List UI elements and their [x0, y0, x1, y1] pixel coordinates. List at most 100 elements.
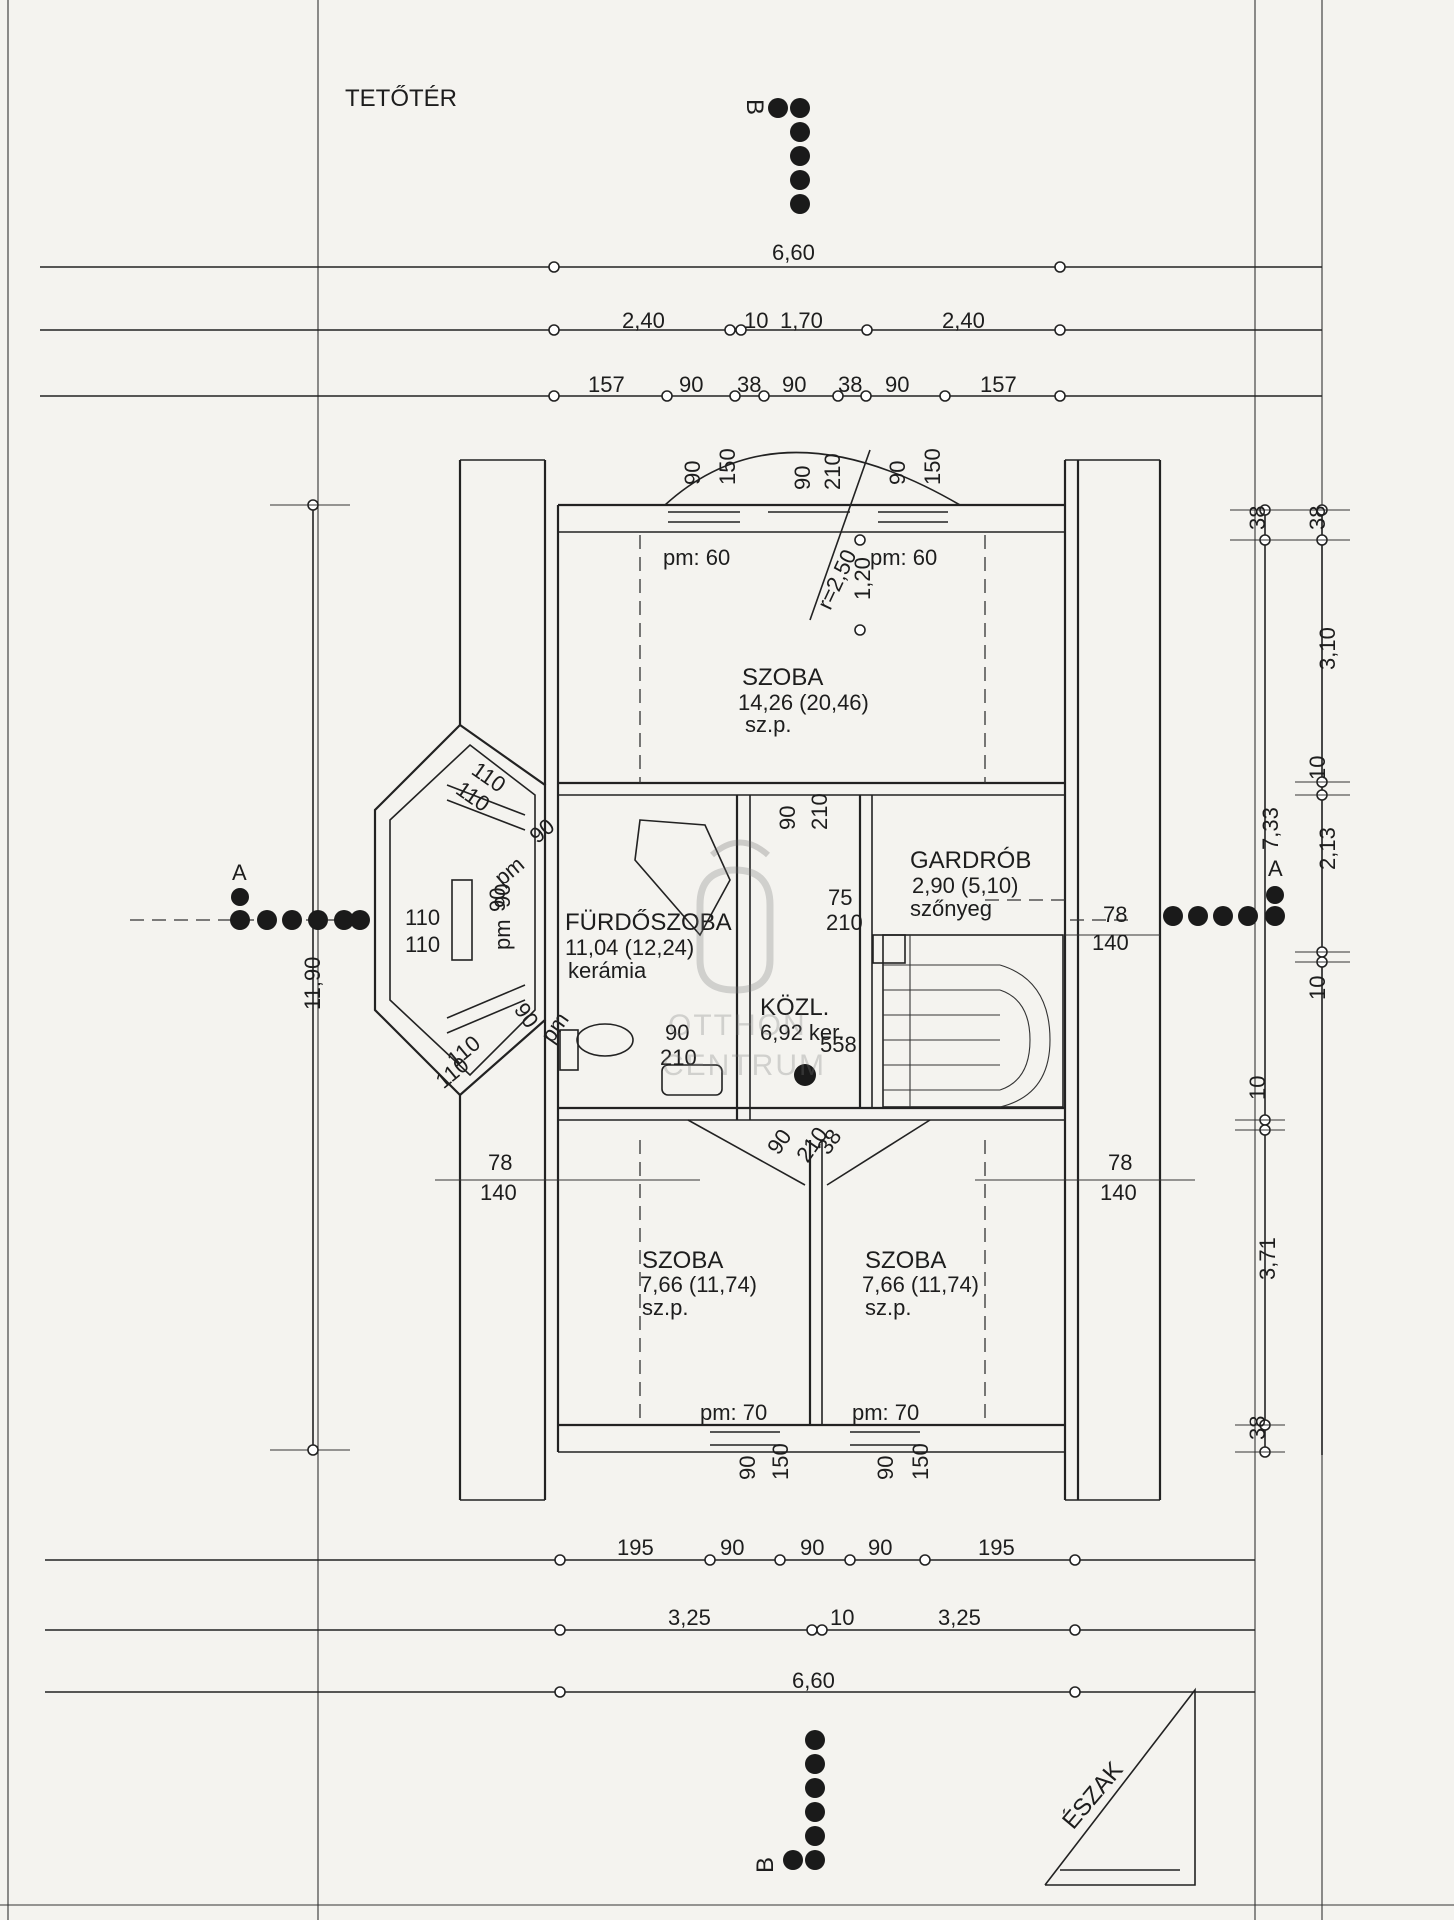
- room-right-name: SZOBA: [865, 1247, 946, 1274]
- dim-right-38-c: 38: [1245, 1416, 1270, 1440]
- dim-right-733: 7,33: [1258, 807, 1283, 850]
- d-75: 75: [828, 885, 852, 910]
- top-window-arc: [664, 449, 961, 636]
- roof-slope-lines: [639, 535, 1065, 1420]
- dim-right-10-c: 10: [1245, 1076, 1270, 1100]
- left-140: 140: [480, 1180, 517, 1205]
- watermark: OTTHON CENTRUM: [662, 839, 826, 1082]
- bay-pm-2-val: 90: [485, 888, 510, 912]
- pm-bot-right: pm: 70: [852, 1400, 919, 1425]
- w-top-right-150: 150: [920, 448, 945, 485]
- pm-bot-left: pm: 70: [700, 1400, 767, 1425]
- pm-top-left: pm: 60: [663, 545, 730, 570]
- watermark-line1: OTTHON: [668, 1009, 807, 1042]
- interior-walls: [558, 781, 1065, 1425]
- room-top-name: SZOBA: [742, 664, 823, 691]
- dim-top-38-a: 38: [737, 372, 761, 397]
- right-mid-78: 78: [1103, 902, 1127, 927]
- w-bot-right-150: 150: [908, 1443, 933, 1480]
- right-dimension-chains: 38 38 3,10 10 7,33 2,13 10 10 3,71 38: [1230, 504, 1350, 1458]
- room-bath-floor: kerámia: [568, 958, 647, 983]
- w-bot-right-90: 90: [873, 1456, 898, 1480]
- room-left-area: 7,66 (11,74): [640, 1272, 757, 1297]
- d-bath-210: 210: [660, 1045, 697, 1070]
- right-140: 140: [1100, 1180, 1137, 1205]
- dim-top-240-left: 2,40: [622, 308, 665, 333]
- top-dimension-chains: 6,60 2,40 10 1,70 2,40 157 90 38 90 38 9…: [40, 240, 1322, 402]
- room-gardrob-area: 2,90 (5,10): [912, 873, 1018, 898]
- room-left-name: SZOBA: [642, 1247, 723, 1274]
- dim-bot-total: 6,60: [792, 1668, 835, 1693]
- dim-top-157-right: 157: [980, 372, 1017, 397]
- dim-bot-325-left: 3,25: [668, 1605, 711, 1630]
- h-120: 1,20: [850, 557, 875, 600]
- w-bot-left-150: 150: [768, 1443, 793, 1480]
- room-left-floor: sz.p.: [642, 1295, 688, 1320]
- right-mid-140: 140: [1092, 930, 1129, 955]
- d-bath-90: 90: [665, 1020, 689, 1045]
- bay-pm-1-val: 90: [524, 813, 559, 848]
- outer-walls: [458, 459, 1162, 1501]
- w-top-left-90: 90: [680, 461, 705, 485]
- dim-top-157-left: 157: [588, 372, 625, 397]
- left-78: 78: [488, 1150, 512, 1175]
- dim-bot-90-a: 90: [720, 1535, 744, 1560]
- d-gard-90: 90: [775, 806, 800, 830]
- dim-bot-195-left: 195: [617, 1535, 654, 1560]
- room-top-floor: sz.p.: [745, 712, 791, 737]
- dim-bot-325-right: 3,25: [938, 1605, 981, 1630]
- room-kozl-area: 6,92 ker.: [760, 1020, 844, 1045]
- room-labels: SZOBA 14,26 (20,46) sz.p. FÜRDŐSZOBA 11,…: [565, 664, 1031, 1320]
- north-arrow: ÉSZAK: [1044, 1687, 1196, 1886]
- dim-bot-195-right: 195: [978, 1535, 1015, 1560]
- dim-top-38-b: 38: [838, 372, 862, 397]
- room-gardrob-name: GARDRÓB: [910, 847, 1031, 874]
- dim-bot-90-c: 90: [868, 1535, 892, 1560]
- section-label-a-right: A: [1268, 856, 1283, 881]
- dim-top-90-b: 90: [782, 372, 806, 397]
- dim-right-38-a: 38: [1245, 506, 1270, 530]
- watermark-line2: CENTRUM: [662, 1049, 826, 1082]
- room-right-floor: sz.p.: [865, 1295, 911, 1320]
- section-marker-b-top: B: [741, 98, 810, 214]
- dim-left-total: 11,90: [300, 957, 325, 1010]
- room-top-area: 14,26 (20,46): [738, 690, 869, 715]
- w-top-mid-90: 90: [790, 466, 815, 490]
- d-558: 558: [820, 1032, 857, 1057]
- w-top-left-150: 150: [715, 448, 740, 485]
- w-top-mid-210: 210: [820, 453, 845, 490]
- dim-right-371: 3,71: [1255, 1237, 1280, 1280]
- bay-90: 90: [490, 884, 515, 908]
- dim-right-213: 2,13: [1315, 827, 1340, 870]
- bay-110-3: 110: [405, 905, 440, 930]
- room-gardrob-floor: szőnyeg: [910, 896, 992, 921]
- dim-bot-10: 10: [830, 1605, 854, 1630]
- room-kozl-name: KÖZL.: [760, 994, 829, 1021]
- section-marker-b-bottom: B: [752, 1730, 825, 1873]
- staircase: [872, 934, 1064, 1108]
- section-label-a-left: A: [232, 860, 247, 885]
- section-label-b-bottom: B: [752, 1857, 779, 1873]
- dim-top-170: 1,70: [780, 308, 823, 333]
- bottom-dimension-chains: 195 90 90 90 195 3,25 10 3,25 6,60: [45, 1535, 1255, 1698]
- dim-right-310: 3,10: [1315, 627, 1340, 670]
- left-dimension: 11,90: [270, 499, 350, 1456]
- right-78: 78: [1108, 1150, 1132, 1175]
- room-bath-area: 11,04 (12,24): [565, 935, 694, 960]
- dim-bot-90-b: 90: [800, 1535, 824, 1560]
- section-label-b-top: B: [741, 99, 768, 115]
- dim-top-90-a: 90: [679, 372, 703, 397]
- level-marker: [794, 1064, 816, 1086]
- dim-top-240-right: 2,40: [942, 308, 985, 333]
- w-top-right-90: 90: [885, 461, 910, 485]
- d-210: 210: [826, 910, 863, 935]
- section-line-a: A A: [130, 856, 1285, 930]
- dim-top-90-c: 90: [885, 372, 909, 397]
- dim-right-10-a: 10: [1305, 756, 1330, 780]
- dim-top-total: 6,60: [772, 240, 815, 265]
- dim-top-10: 10: [744, 308, 768, 333]
- dim-right-38-b: 38: [1305, 506, 1330, 530]
- bay-pm-2: pm: [490, 919, 515, 950]
